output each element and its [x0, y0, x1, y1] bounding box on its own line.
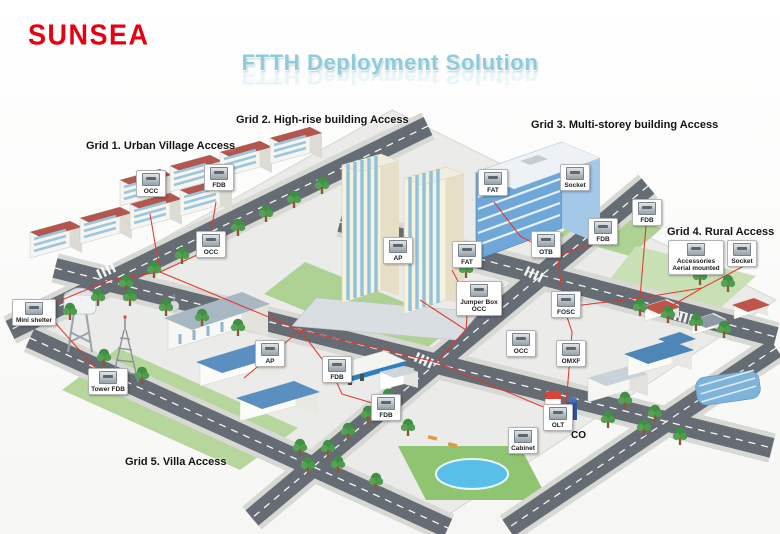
callout-fdb: FDB	[588, 218, 618, 245]
callout-occ: OCC	[196, 231, 226, 258]
callout-fdb: FDB	[371, 394, 401, 421]
callout-label: OCC	[513, 347, 529, 355]
fat-device-icon	[458, 244, 476, 257]
page-title: FTTH Deployment Solution	[241, 50, 539, 75]
tower-fdb-device-icon	[99, 371, 117, 384]
callout-fdb: FDB	[632, 199, 662, 226]
callout-label: Jumper Box OCC	[460, 298, 498, 314]
cabinet-device-icon	[514, 430, 532, 443]
callout-label: FAT	[487, 186, 499, 194]
callout-ap: AP	[255, 340, 285, 367]
callout-label: AP	[393, 254, 403, 262]
fdb-device-icon	[377, 397, 395, 410]
callout-label: OCC	[203, 248, 219, 256]
southeast-buildings	[624, 340, 761, 406]
callout-tower-fdb: Tower FDB	[88, 368, 128, 395]
callout-label: Tower FDB	[91, 385, 125, 393]
callout-omxf: OMXF	[556, 340, 586, 367]
callout-socket: Socket	[560, 164, 590, 191]
callout-occ: OCC	[506, 330, 536, 357]
fosc-device-icon	[557, 294, 575, 307]
fdb-device-icon	[328, 359, 346, 372]
callout-label: FOSC	[556, 308, 576, 316]
callout-mini-shelter: Mini shelter	[12, 299, 56, 326]
callout-label: Accessories Aerial mounted	[672, 257, 720, 273]
callout-socket: Socket	[727, 240, 757, 267]
callout-fdb: FDB	[204, 164, 234, 191]
callout-olt: OLT	[543, 404, 573, 431]
fat-device-icon	[484, 172, 502, 185]
grid-label-3: Grid 3. Multi-storey building Access	[531, 119, 719, 131]
ap-device-icon	[389, 240, 407, 253]
accessories-aerial-mounted-device-icon	[687, 243, 705, 256]
fdb-device-icon	[594, 221, 612, 234]
callout-label: Mini shelter	[15, 316, 53, 324]
occ-device-icon	[202, 234, 220, 247]
callout-label: OLT	[551, 421, 565, 429]
callout-co: CO	[571, 430, 586, 441]
otb-device-icon	[537, 234, 555, 247]
callout-label: OCC	[143, 187, 159, 195]
callout-label: FDB	[379, 411, 393, 419]
socket-device-icon	[733, 243, 751, 256]
callout-label: Socket	[731, 257, 753, 265]
fdb-device-icon	[210, 167, 228, 180]
callout-label: FAT	[461, 258, 473, 266]
callout-cabinet: Cabinet	[508, 427, 538, 454]
callout-fat: FAT	[478, 169, 508, 196]
occ-device-icon	[512, 333, 530, 346]
grid-label-5: Grid 5. Villa Access	[125, 456, 227, 468]
callout-label: FDB	[212, 181, 226, 189]
callout-fdb: FDB	[322, 356, 352, 383]
grid-label-4: Grid 4. Rural Access	[667, 226, 775, 238]
callout-label: OTB	[539, 248, 553, 256]
callout-label: FDB	[640, 216, 654, 224]
omxf-device-icon	[562, 343, 580, 356]
callout-fosc: FOSC	[551, 291, 581, 318]
fdb-device-icon	[638, 202, 656, 215]
callout-accessories-aerial-mounted: Accessories Aerial mounted	[668, 240, 724, 275]
sunsea-logo: SUNSEA	[28, 19, 150, 51]
callout-ap: AP	[383, 237, 413, 264]
grid-label-2: Grid 2. High-rise building Access	[236, 114, 409, 126]
callout-label: FDB	[330, 373, 344, 381]
page-title-reflection: FTTH Deployment Solution	[241, 71, 539, 89]
ap-device-icon	[261, 343, 279, 356]
callout-otb: OTB	[531, 231, 561, 258]
olt-device-icon	[549, 407, 567, 420]
callout-label: Socket	[564, 181, 586, 189]
page-title-wrap: FTTH Deployment Solution FTTH Deployment…	[160, 50, 620, 89]
callout-fat: FAT	[452, 241, 482, 268]
socket-device-icon	[566, 167, 584, 180]
occ-device-icon	[142, 173, 160, 186]
callout-label: AP	[265, 357, 275, 365]
grid-label-1: Grid 1. Urban Village Access	[86, 140, 236, 152]
callout-label: Cabinet	[511, 444, 535, 452]
callout-jumper-box-occ: Jumper Box OCC	[456, 281, 502, 316]
callout-label: FDB	[596, 235, 610, 243]
jumper-box-occ-device-icon	[470, 284, 488, 297]
mini-shelter-device-icon	[25, 302, 43, 315]
callout-label: OMXF	[561, 357, 581, 365]
callout-occ: OCC	[136, 170, 166, 197]
